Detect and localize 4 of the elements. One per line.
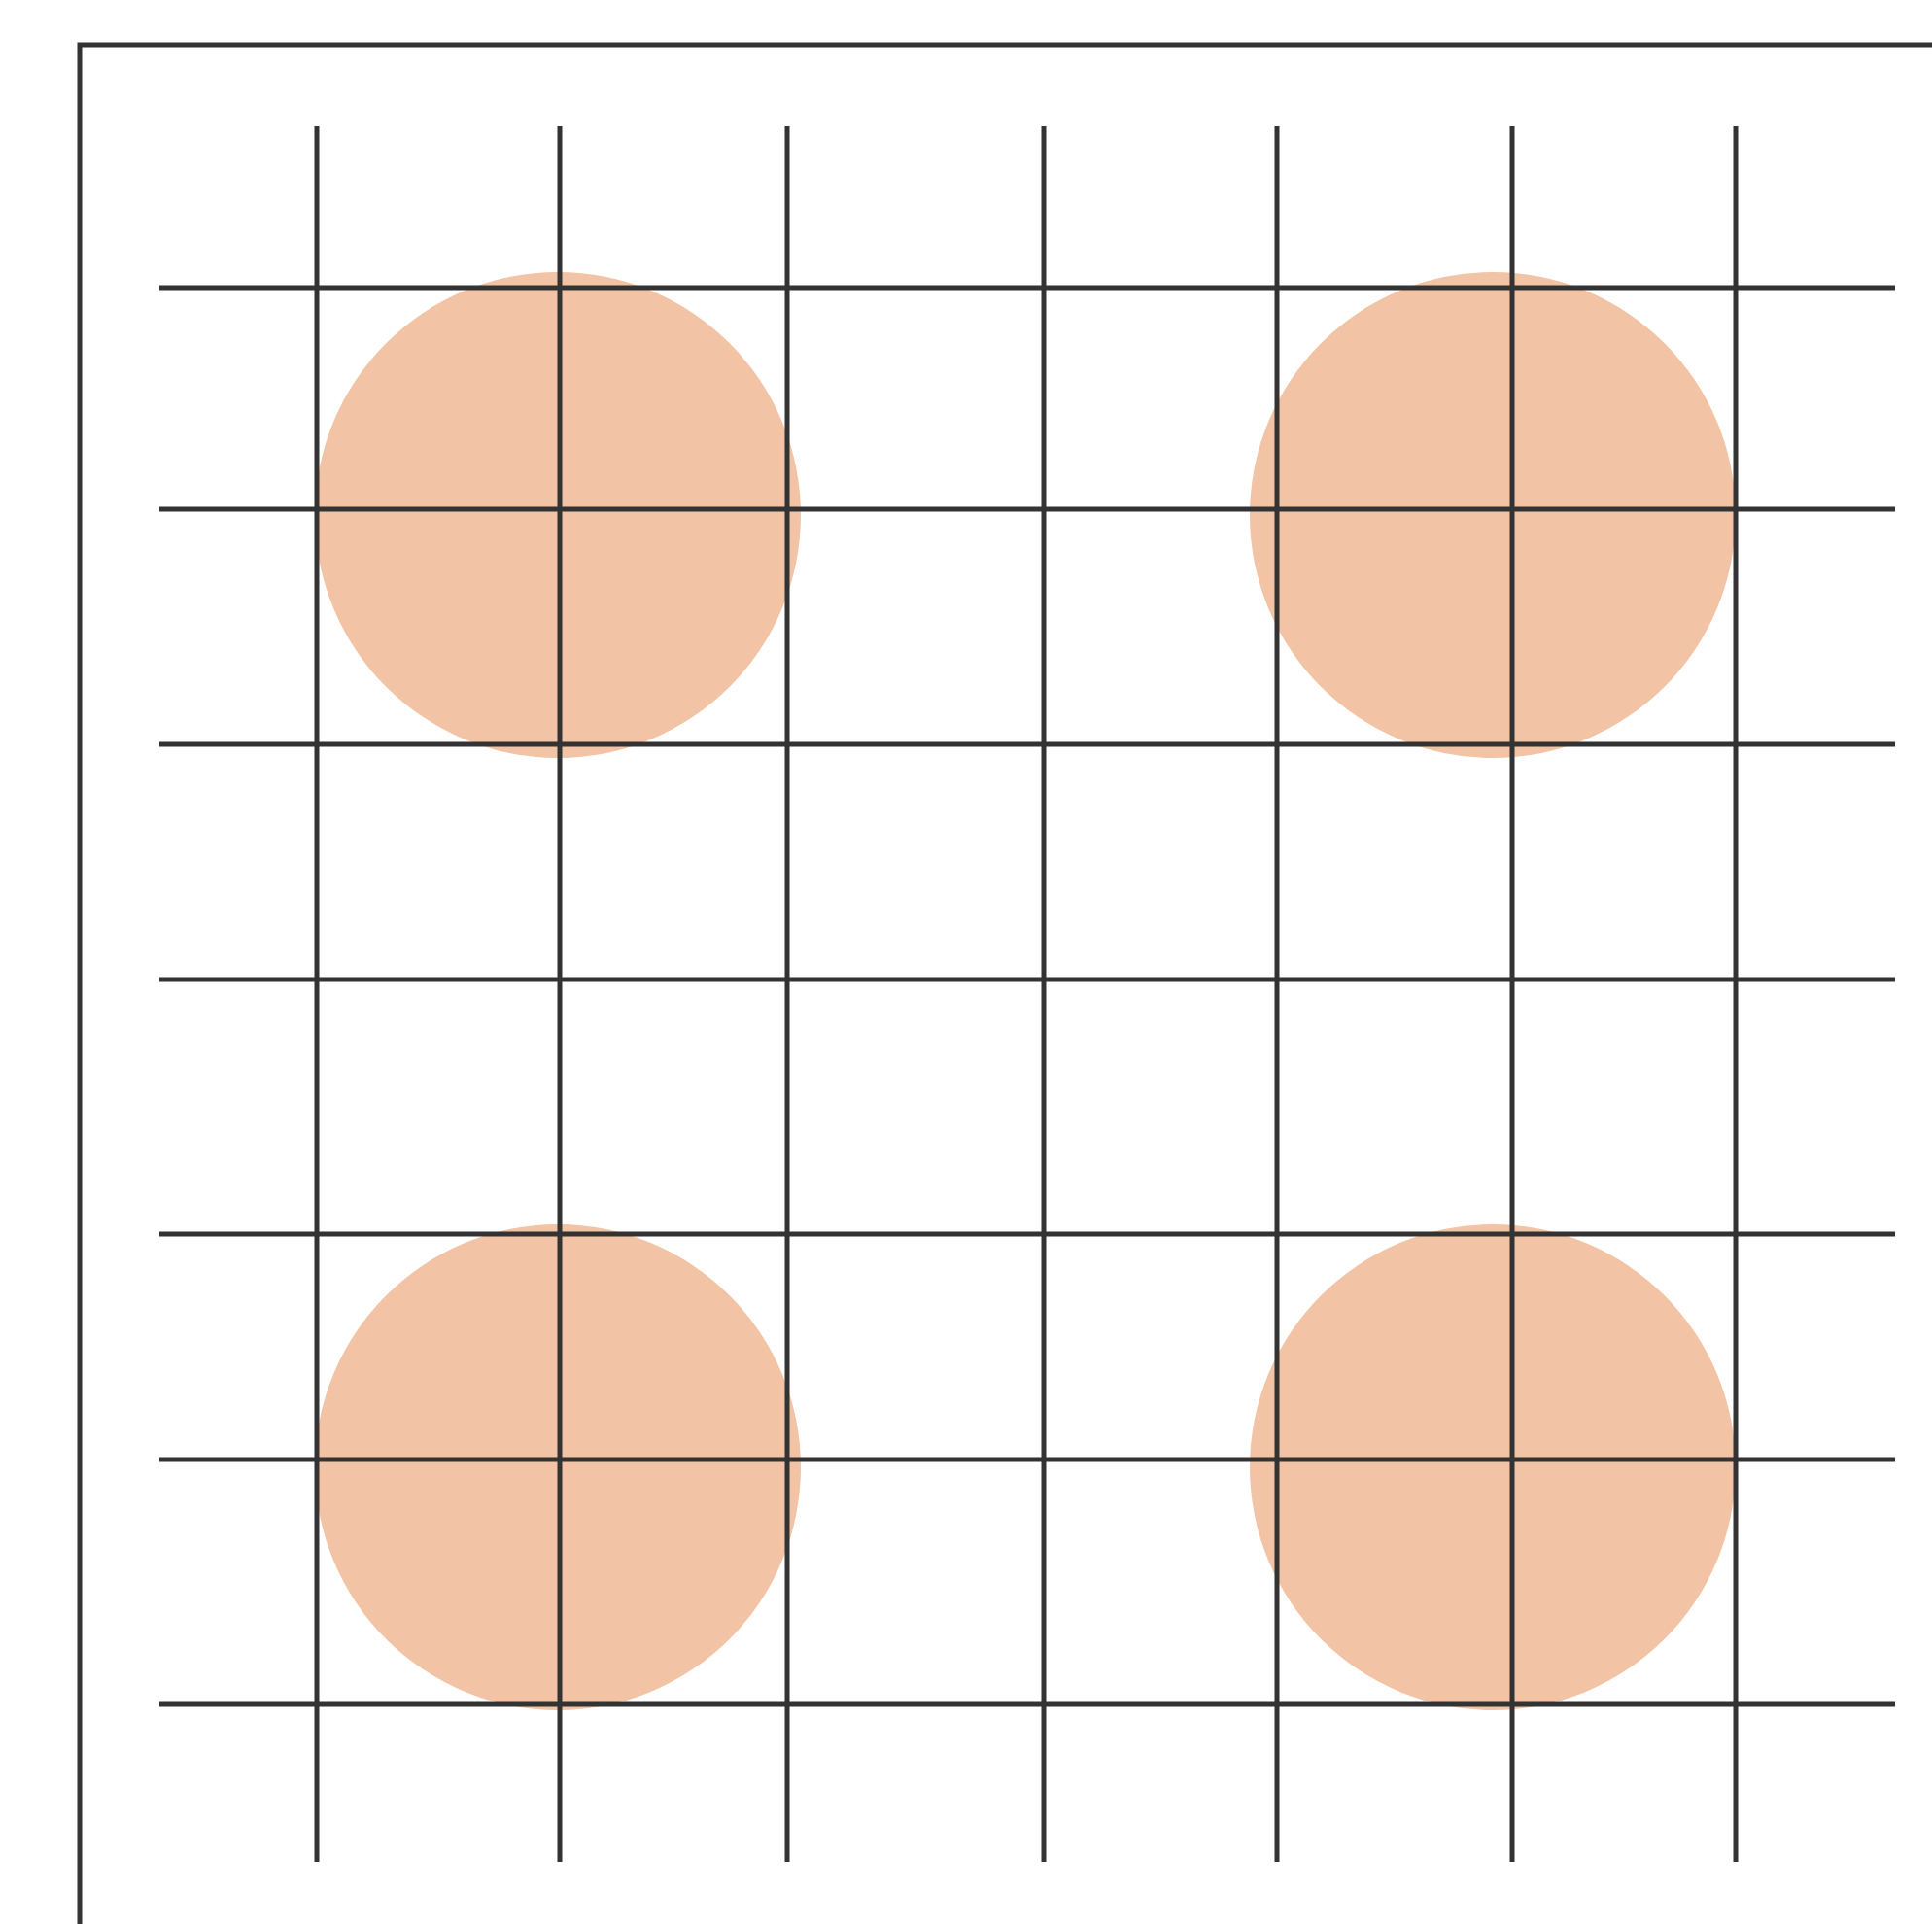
round-spot (1250, 1224, 1736, 1710)
round-spot (315, 1224, 801, 1710)
round-spot (1250, 272, 1736, 758)
round-spot (315, 272, 801, 758)
